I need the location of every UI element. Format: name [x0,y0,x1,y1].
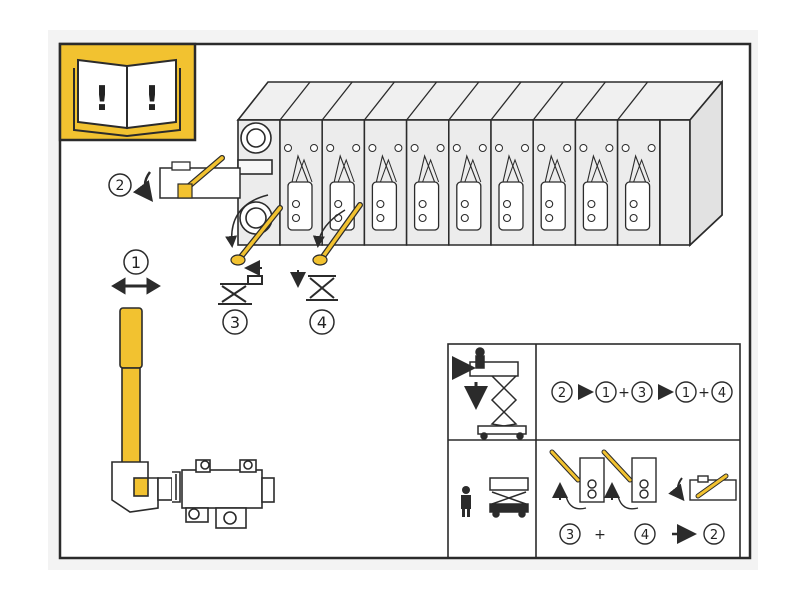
step1-label: 1 [131,253,141,272]
manual-book-icon: ! ! [58,42,197,142]
svg-text:1: 1 [682,386,690,401]
step3-lever [225,194,283,266]
instruction-panel [447,343,741,559]
valve-module [405,81,450,246]
valve-module [574,81,619,246]
procedure-sequence: 2 1 + 3 1 + 4 [551,381,733,403]
svg-text:+: + [594,527,606,543]
valve-module [616,81,661,246]
inlet-block [237,119,281,246]
step4-lift-symbol [290,270,338,301]
lowered-lift-icon [489,477,529,518]
valve-module [363,81,408,246]
svg-text:2: 2 [710,528,718,543]
valve-module [448,81,492,246]
svg-text:4: 4 [718,386,726,401]
hand-pump-body [111,459,275,529]
valve-module [279,81,323,246]
release-lever-4 [601,449,657,510]
svg-text:2: 2 [558,386,566,401]
svg-text:3: 3 [566,528,574,543]
svg-text:+: + [618,385,630,401]
svg-text:4: 4 [641,528,649,543]
release-lever-3 [549,449,605,510]
step2-side-lever: 2 [108,155,241,202]
outlet-end-block [659,119,691,246]
valve-module [532,81,577,246]
svg-text:3: 3 [638,386,646,401]
svg-text:+: + [698,385,710,401]
exclamation-left: ! [94,79,110,119]
step3-lift-symbol [218,260,263,305]
release-side-lever [668,473,737,502]
valve-bank [236,79,723,247]
step1-double-arrow [111,277,161,295]
valve-modules [279,81,661,246]
pump-handle [119,307,143,464]
operator-person-icon [461,486,471,517]
step4-label: 4 [317,313,327,332]
step3-label: 3 [230,313,240,332]
svg-text:2: 2 [116,178,125,194]
valve-module [490,81,534,246]
step4-lever [312,202,363,266]
release-sequence: 3 + 4 2 [559,523,725,545]
exclamation-right: ! [144,79,160,119]
svg-text:1: 1 [602,386,610,401]
scissor-lift-icon [452,347,527,440]
